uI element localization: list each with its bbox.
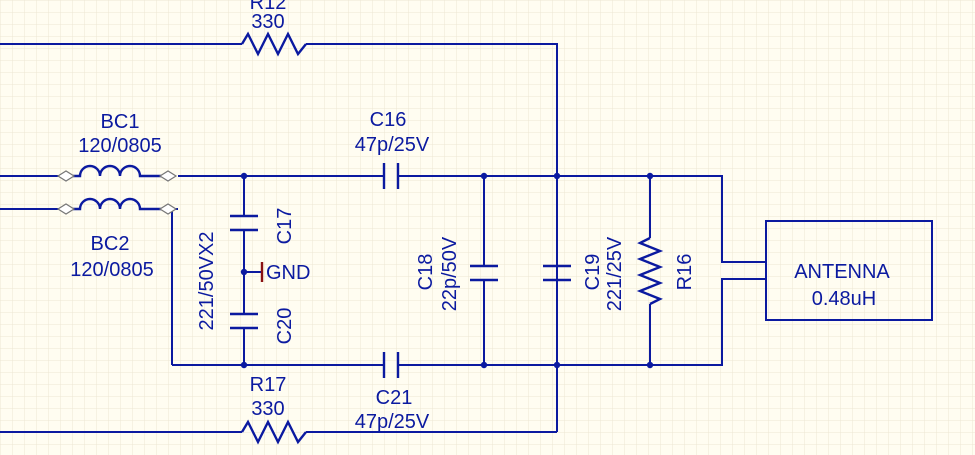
bc1-coil [68,164,166,178]
bc1-inductor-symbol[interactable] [56,164,178,182]
c16-capacitor-symbol[interactable] [382,163,400,189]
bc2-coil [68,197,166,211]
bc1-ref-label: BC1 [101,111,140,133]
junction-dot [553,172,561,180]
junction-dot [480,361,488,369]
c21-ref-label: C21 [376,387,413,409]
antenna-value-label: 0.48uH [812,288,877,310]
c17-capacitor-symbol[interactable] [230,214,258,232]
bc2-pin-right-icon [158,203,178,215]
gnd-net-label: GND [266,262,310,284]
bc1-value-label: 120/0805 [78,135,161,157]
c18-ref-label: C18 [415,254,437,291]
c19-value-label: 221/25V [604,236,626,311]
r12-resistor-symbol[interactable] [240,31,307,57]
bc2-ref-label: BC2 [91,233,130,255]
c16-value-label: 47p/25V [355,134,430,156]
junction-dot [646,361,654,369]
bc1-pin-right-icon [158,170,178,182]
c16-ref-label: C16 [370,109,407,131]
bc2-inductor-symbol[interactable] [56,197,178,215]
c17-ref-label: C17 [274,208,296,245]
c17-c20-value-label: 221/50VX2 [196,232,218,331]
antenna-block[interactable] [765,220,933,321]
junctions [240,172,654,369]
bc1-pin-left-icon [56,170,76,182]
r17-ref-label: R17 [250,374,287,396]
bc2-pin-left-icon [56,203,76,215]
c18-value-label: 22p/50V [439,236,461,311]
junction-dot [646,172,654,180]
junction-dot [240,361,248,369]
r17-resistor-symbol[interactable] [240,419,307,445]
antenna-name-label: ANTENNA [794,261,890,283]
c18-capacitor-symbol[interactable] [470,264,498,282]
c19-capacitor-symbol[interactable] [543,264,571,282]
r16-resistor-symbol[interactable] [636,236,664,306]
c20-capacitor-symbol[interactable] [230,312,258,330]
junction-dot [480,172,488,180]
c20-ref-label: C20 [274,308,296,345]
bc2-value-label: 120/0805 [70,259,153,281]
junction-dot [240,172,248,180]
c19-ref-label: C19 [582,254,604,291]
c21-value-label: 47p/25V [355,411,430,433]
r17-value-label: 330 [251,398,284,420]
junction-dot [553,361,561,369]
junction-dot [240,268,248,276]
c21-capacitor-symbol[interactable] [382,352,400,378]
r16-ref-label: R16 [674,254,696,291]
r12-ref-label: R12 [250,0,287,14]
r12-value-label: 330 [251,11,284,33]
